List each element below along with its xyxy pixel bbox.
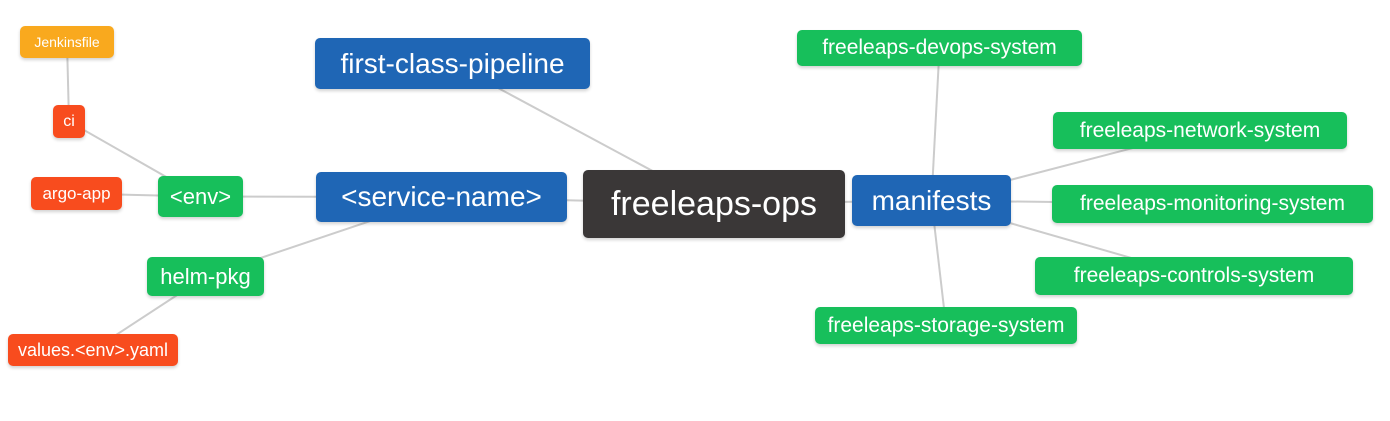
node-jenkinsfile[interactable]: Jenkinsfile xyxy=(20,26,114,58)
node-freeleaps-devops-system[interactable]: freeleaps-devops-system xyxy=(797,30,1082,66)
node-helm-pkg[interactable]: helm-pkg xyxy=(147,257,264,296)
node-freeleaps-network-system[interactable]: freeleaps-network-system xyxy=(1053,112,1347,149)
node-first-class-pipeline[interactable]: first-class-pipeline xyxy=(315,38,590,89)
node-service-name[interactable]: <service-name> xyxy=(316,172,567,222)
node-freeleaps-storage-system[interactable]: freeleaps-storage-system xyxy=(815,307,1077,344)
node-ci[interactable]: ci xyxy=(53,105,85,138)
node-freeleaps-ops[interactable]: freeleaps-ops xyxy=(583,170,845,238)
node-env[interactable]: <env> xyxy=(158,176,243,217)
node-argo-app[interactable]: argo-app xyxy=(31,177,122,210)
node-values-env-yaml[interactable]: values.<env>.yaml xyxy=(8,334,178,366)
node-freeleaps-controls-system[interactable]: freeleaps-controls-system xyxy=(1035,257,1353,295)
node-freeleaps-monitoring-system[interactable]: freeleaps-monitoring-system xyxy=(1052,185,1373,223)
node-manifests[interactable]: manifests xyxy=(852,175,1011,226)
